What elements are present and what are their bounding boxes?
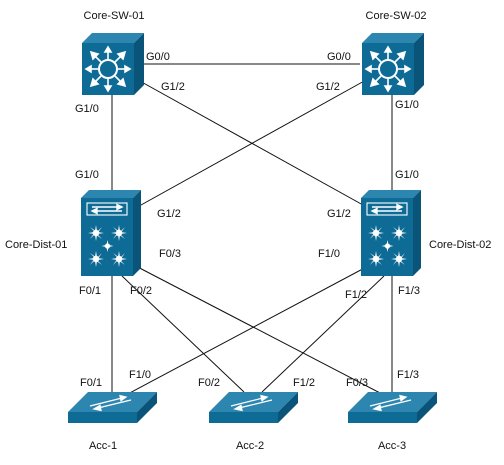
link-core01-dist02 [137, 79, 373, 211]
port-label: F0/1 [79, 285, 101, 297]
port-label: F0/3 [159, 248, 181, 260]
link-dist01-acc2 [121, 275, 245, 393]
link-core02-dist01 [131, 79, 367, 211]
switch-arrows-icon [86, 202, 128, 216]
workgroup-switch-icon [230, 394, 273, 412]
device-core-dist-02[interactable] [361, 190, 421, 276]
device-core-sw-01[interactable] [82, 33, 144, 95]
port-label: F1/3 [397, 369, 419, 381]
port-label: G1/0 [75, 169, 99, 181]
port-label: F0/1 [80, 377, 102, 389]
port-label: G1/2 [316, 81, 340, 93]
port-label: G1/0 [395, 169, 419, 181]
device-acc-1[interactable] [68, 392, 157, 423]
multilayer-switch-icon [364, 45, 412, 93]
switch-arrows-icon [366, 202, 408, 216]
workgroup-switch-icon [369, 394, 412, 412]
label-core-sw-02: Core-SW-02 [366, 10, 427, 22]
port-labels: G0/0 G0/0 G1/2 G1/2 G1/0 G1/0 G1/0 G1/0 … [75, 51, 420, 389]
port-label: F1/2 [345, 289, 367, 301]
port-label: G1/2 [157, 208, 181, 220]
port-label: F1/3 [398, 285, 420, 297]
port-label: F1/2 [293, 377, 315, 389]
router-cluster-icon [368, 225, 407, 267]
label-core-sw-01: Core-SW-01 [84, 10, 145, 22]
port-label: G1/0 [75, 103, 99, 115]
link-dist01-acc3 [127, 261, 383, 395]
port-label: F1/0 [129, 369, 151, 381]
device-acc-3[interactable] [348, 392, 437, 423]
port-label: F0/2 [198, 377, 220, 389]
port-label: F0/3 [346, 377, 368, 389]
label-core-dist-02: Core-Dist-02 [429, 239, 491, 251]
workgroup-switch-icon [89, 394, 132, 412]
port-label: G1/2 [161, 81, 185, 93]
port-label: G0/0 [146, 51, 170, 63]
device-acc-2[interactable] [209, 392, 298, 423]
links [111, 63, 393, 397]
device-labels: Core-SW-01 Core-SW-02 Core-Dist-01 Core-… [5, 10, 491, 452]
link-dist02-acc2 [261, 275, 385, 393]
label-acc-3: Acc-3 [378, 440, 406, 452]
link-dist02-acc1 [123, 263, 373, 397]
port-label: G1/2 [327, 208, 351, 220]
port-label: G0/0 [327, 51, 351, 63]
port-label: F1/0 [318, 248, 340, 260]
device-core-sw-02[interactable] [362, 33, 424, 95]
device-core-dist-01[interactable] [81, 190, 141, 276]
router-cluster-icon [88, 225, 127, 267]
label-acc-2: Acc-2 [236, 440, 264, 452]
label-core-dist-01: Core-Dist-01 [5, 239, 67, 251]
multilayer-switch-icon [84, 45, 132, 93]
port-label: G1/0 [395, 99, 419, 111]
port-label: F0/2 [130, 285, 152, 297]
label-acc-1: Acc-1 [89, 440, 117, 452]
